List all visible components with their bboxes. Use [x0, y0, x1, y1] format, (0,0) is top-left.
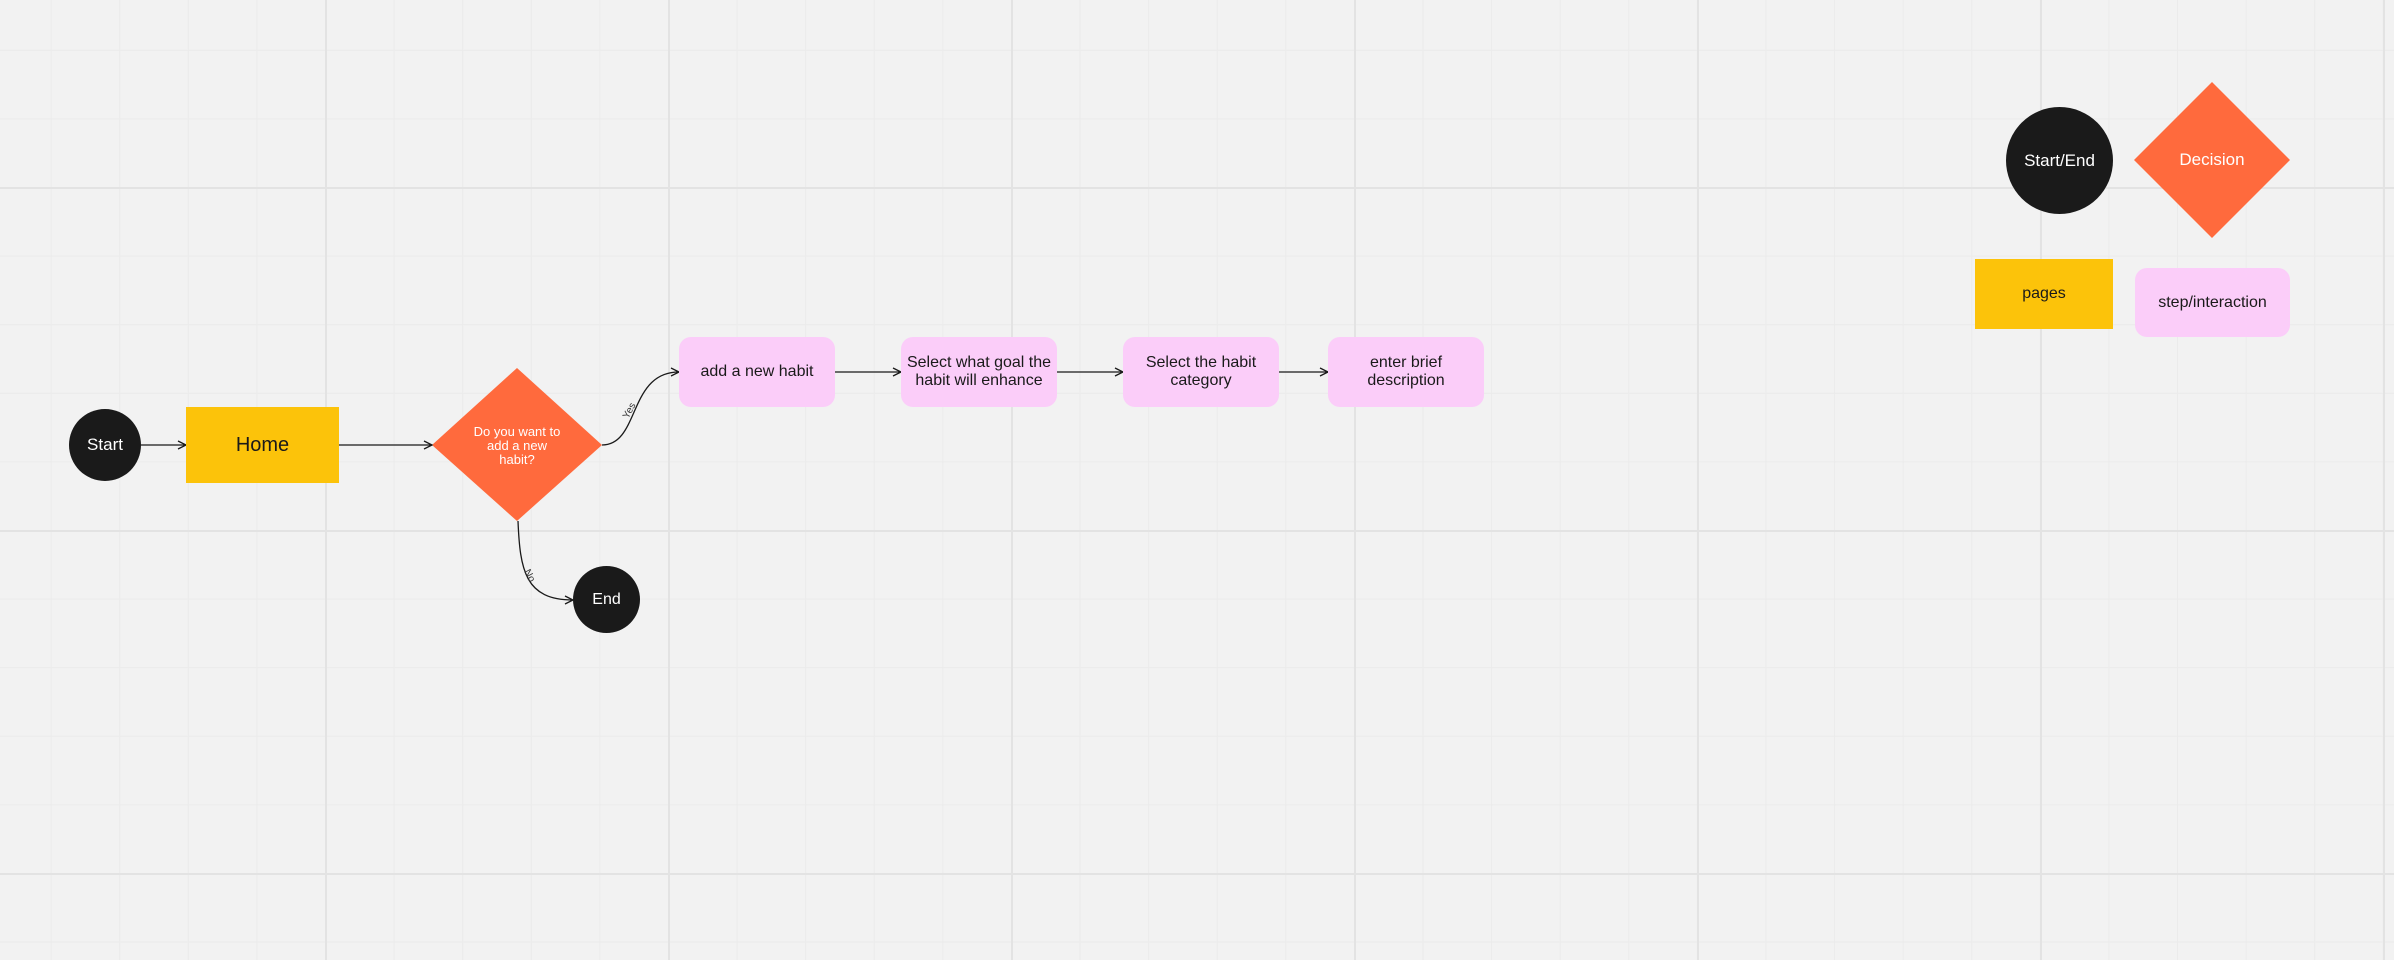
start-label: Start — [87, 435, 123, 454]
step-select-goal[interactable]: Select what goal the habit will enhance — [901, 337, 1057, 407]
legend-start-end-shape: Start/End — [2006, 107, 2113, 214]
end-node[interactable]: End — [573, 566, 640, 633]
no-edge-label: No — [521, 568, 537, 585]
step-add-new-habit[interactable]: add a new habit — [679, 337, 835, 407]
home-label: Home — [235, 433, 290, 456]
step-label: Select what goal the habit will enhance — [906, 354, 1052, 389]
yes-edge-label: Yes — [621, 401, 638, 421]
end-label: End — [592, 590, 621, 608]
legend-step-shape: step/interaction — [2135, 268, 2290, 337]
home-page-node[interactable]: Home — [186, 407, 339, 483]
step-enter-description[interactable]: enter brief description — [1328, 337, 1484, 407]
legend-decision-diamond — [2134, 82, 2290, 238]
legend-pages-shape: pages — [1975, 259, 2113, 329]
legend-start-end-label: Start/End — [2024, 150, 2095, 170]
legend-pages-label: pages — [2022, 285, 2066, 302]
step-select-category[interactable]: Select the habit category — [1123, 337, 1279, 407]
legend-decision-label: Decision — [2179, 149, 2245, 169]
connector-decision-yes — [601, 372, 679, 446]
start-node[interactable]: Start — [69, 409, 141, 481]
decision-diamond[interactable] — [432, 368, 602, 521]
step-label: Select the habit category — [1145, 354, 1257, 389]
connector-decision-no — [517, 520, 573, 600]
decision-label: Do you want to add a new habit? — [473, 423, 561, 468]
step-label: enter brief description — [1367, 354, 1445, 389]
legend-step-label: step/interaction — [2158, 293, 2267, 311]
step-label: add a new habit — [700, 363, 814, 381]
